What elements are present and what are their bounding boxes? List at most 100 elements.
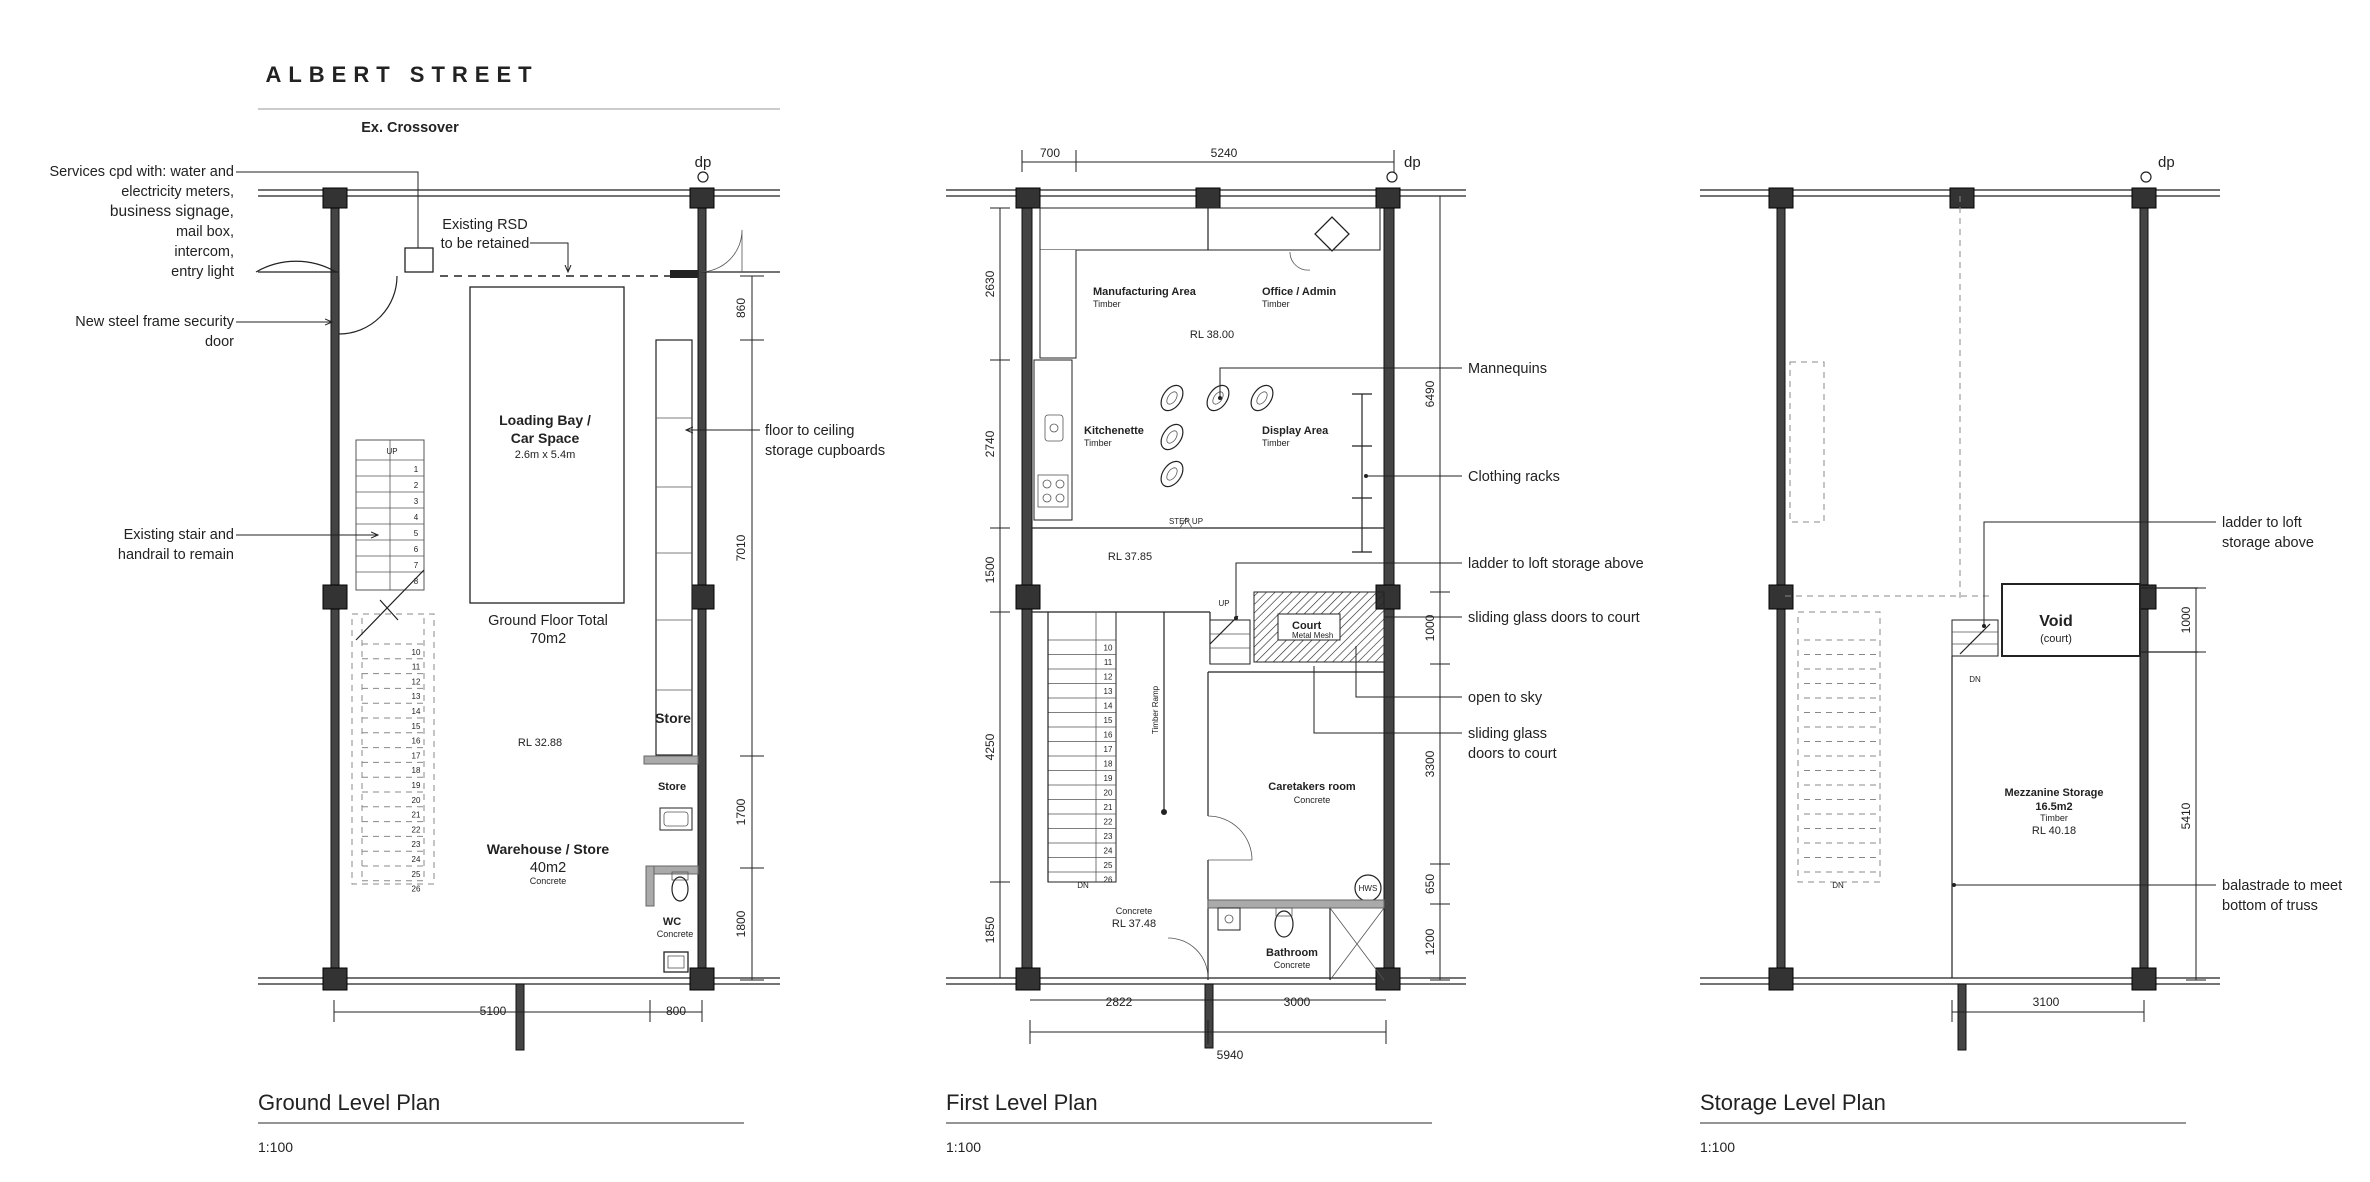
svg-text:Timber Ramp: Timber Ramp	[1151, 685, 1160, 734]
storage-cupboards	[655, 339, 693, 756]
svg-text:Clothing racks: Clothing racks	[1468, 469, 1560, 485]
stair-number: 14	[1104, 702, 1113, 711]
kitchenette-label: Kitchenette	[1084, 425, 1144, 437]
svg-text:860: 860	[734, 298, 748, 318]
stair-number: 21	[1104, 803, 1113, 812]
stair-number: 7	[414, 561, 419, 570]
svg-text:Court: Court	[1292, 620, 1322, 632]
svg-text:Concrete: Concrete	[1116, 906, 1153, 916]
first-dimensions: 700 5240 2630 2740 1500 4250 1850 6490 1…	[983, 146, 1450, 1062]
svg-text:Existing stair and: Existing stair and	[124, 527, 234, 543]
svg-text:Concrete: Concrete	[1274, 960, 1311, 970]
svg-text:New steel frame security: New steel frame security	[75, 314, 234, 330]
storage-level-plan: dp DN Void (court) DN Mezzanine Storage …	[1700, 154, 2342, 1155]
stair-number: 20	[412, 796, 421, 805]
stair-number: 8	[414, 577, 419, 586]
svg-text:dp: dp	[1404, 154, 1421, 171]
svg-text:5100: 5100	[480, 1004, 507, 1018]
ground-plan-title: Ground Level Plan	[258, 1090, 440, 1115]
storage-dimensions: 1000 5410 3100	[1951, 587, 2206, 1022]
warehouse-finish: Concrete	[530, 876, 567, 886]
svg-text:business signage,: business signage,	[110, 203, 234, 220]
svg-text:Existing RSD: Existing RSD	[442, 217, 527, 233]
court: Court Metal Mesh UP	[1209, 591, 1385, 665]
loading-bay	[469, 286, 625, 604]
stair-number: 19	[1104, 774, 1113, 783]
svg-text:ladder to loft: ladder to loft	[2222, 515, 2302, 531]
stair-number: 16	[412, 737, 421, 746]
hws-label: HWS	[1359, 884, 1378, 893]
first-plan-title: First Level Plan	[946, 1090, 1098, 1115]
svg-text:storage above: storage above	[2222, 535, 2314, 551]
svg-text:floor to ceiling: floor to ceiling	[765, 423, 854, 439]
svg-text:5240: 5240	[1211, 146, 1238, 160]
loading-bay-size: 2.6m x 5.4m	[515, 449, 576, 461]
stair-number: 19	[412, 781, 421, 790]
office-label: Office / Admin	[1262, 286, 1336, 298]
stair-number: 13	[1104, 687, 1113, 696]
svg-text:1800: 1800	[734, 910, 748, 937]
svg-text:balastrade to meet: balastrade to meet	[2222, 878, 2342, 894]
svg-text:1850: 1850	[983, 916, 997, 943]
svg-text:Services cpd with: water and: Services cpd with: water and	[49, 164, 234, 180]
svg-text:bottom of truss: bottom of truss	[2222, 898, 2318, 914]
storage-plan-scale: 1:100	[1700, 1139, 1735, 1155]
stair-number: 24	[1104, 847, 1113, 856]
storage-rl: RL 40.18	[2032, 825, 2076, 837]
stair-number: 4	[414, 513, 419, 522]
svg-text:1500: 1500	[983, 556, 997, 583]
stair-number: 22	[1104, 818, 1113, 827]
stair-number: 10	[1104, 644, 1113, 653]
stair-number: 26	[412, 885, 421, 894]
crossover-label: Ex. Crossover	[361, 120, 459, 136]
stair-number: 17	[412, 751, 421, 760]
stair-number: 1	[414, 465, 419, 474]
stair-number: 21	[412, 811, 421, 820]
caretakers-label: Caretakers room	[1268, 781, 1356, 793]
stair-number: 23	[1104, 832, 1113, 841]
store-1: Store	[655, 710, 691, 726]
first-rl-mid: RL 37.85	[1108, 551, 1152, 563]
svg-text:UP: UP	[386, 447, 397, 456]
svg-text:3000: 3000	[1284, 995, 1311, 1009]
stair-number: 16	[1104, 731, 1113, 740]
svg-text:650: 650	[1423, 874, 1437, 894]
ground-dimensions: 5100 800 860 7010 1700 1800	[333, 275, 764, 1022]
stair-number: 11	[1104, 658, 1113, 667]
svg-text:1200: 1200	[1423, 928, 1437, 955]
svg-text:4250: 4250	[983, 733, 997, 760]
svg-text:3100: 3100	[2033, 995, 2060, 1009]
mezzanine-area: 16.5m2	[2035, 801, 2072, 813]
svg-text:6490: 6490	[1423, 380, 1437, 407]
storage-plan-title: Storage Level Plan	[1700, 1090, 1886, 1115]
svg-text:Timber: Timber	[1084, 438, 1112, 448]
svg-text:7010: 7010	[734, 534, 748, 561]
first-annotations: Mannequins Clothing racks ladder to loft…	[1218, 361, 1644, 762]
stair-number: 6	[414, 545, 419, 554]
svg-text:Timber: Timber	[2040, 813, 2068, 823]
storage-annotations: ladder to loft storage above balastrade …	[1952, 515, 2342, 914]
stair-number: 10	[412, 648, 421, 657]
svg-text:DN: DN	[1969, 675, 1981, 684]
stair-number: 14	[412, 707, 421, 716]
stair-number: 22	[412, 825, 421, 834]
store-2: Store	[658, 781, 686, 793]
stair-number: 17	[1104, 745, 1113, 754]
stair-number: 12	[1104, 673, 1113, 682]
svg-text:3300: 3300	[1423, 750, 1437, 777]
stair-number: 15	[412, 722, 421, 731]
void-court: Void (court)	[2001, 583, 2198, 657]
timber-ramp: Timber Ramp	[1151, 612, 1167, 815]
stair-number: 3	[414, 497, 419, 506]
svg-text:Timber: Timber	[1093, 299, 1121, 309]
svg-text:ladder to loft storage above: ladder to loft storage above	[1468, 556, 1644, 572]
bathroom-label: Bathroom	[1266, 947, 1318, 959]
first-rl-low: RL 37.48	[1112, 918, 1156, 930]
stair-number: 12	[412, 677, 421, 686]
stair-number: 2	[414, 481, 419, 490]
stair-number: 20	[1104, 789, 1113, 798]
downpipe-ground	[697, 171, 709, 183]
